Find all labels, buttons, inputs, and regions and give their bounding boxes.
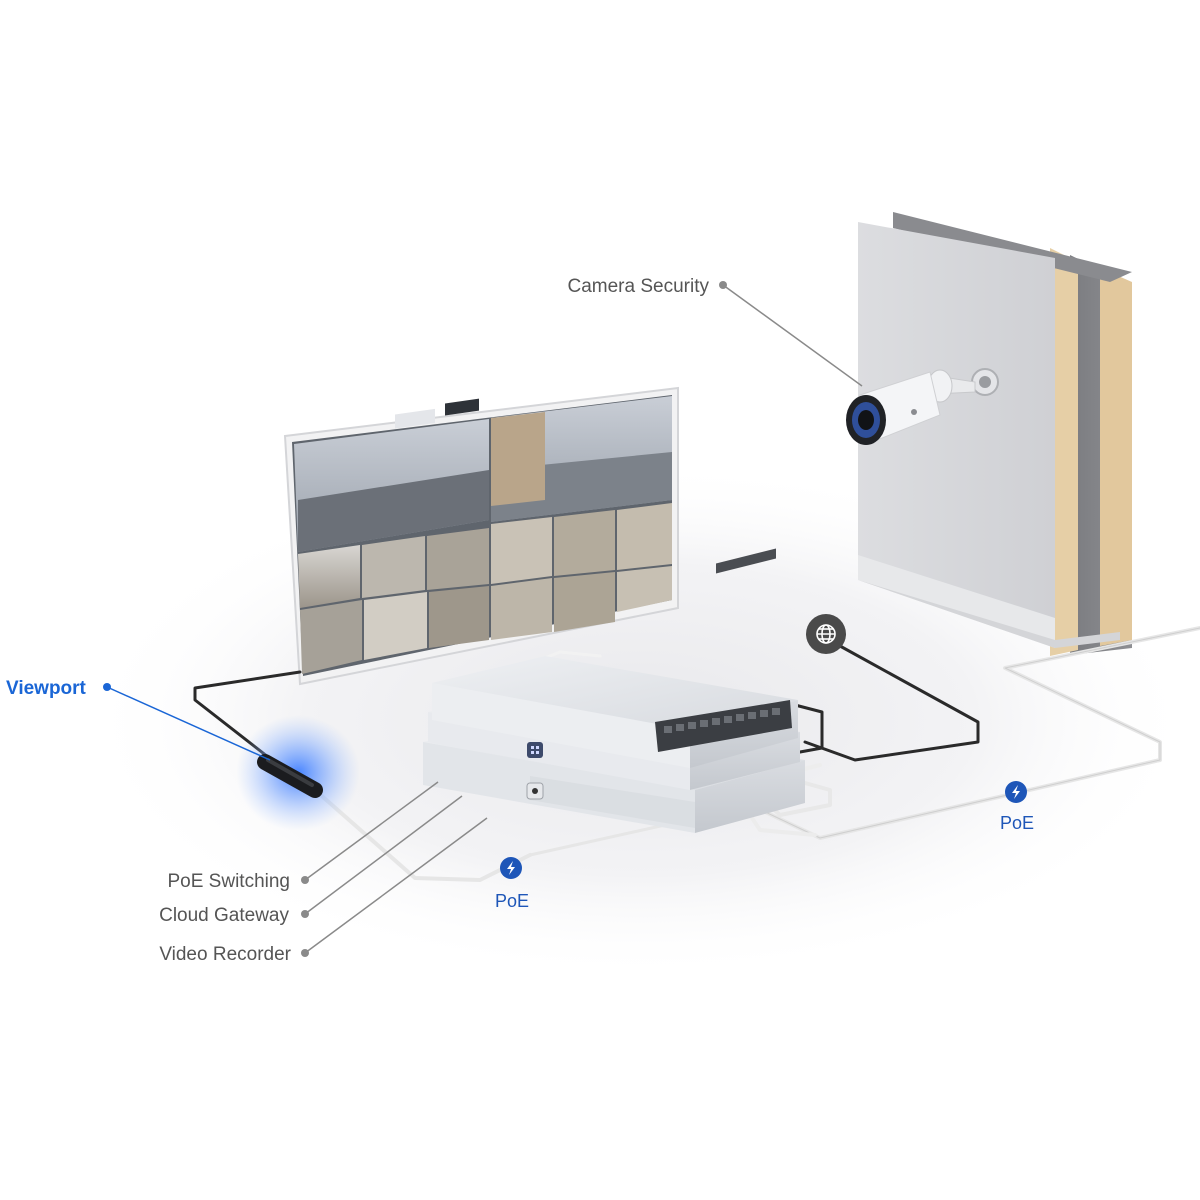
poe-badge-left bbox=[500, 857, 522, 879]
viewport-dot bbox=[103, 683, 111, 691]
viewport-device bbox=[236, 715, 360, 831]
camera-security-label: Camera Security bbox=[568, 276, 710, 297]
cloud-gateway-label: Cloud Gateway bbox=[159, 905, 289, 926]
office-feeds bbox=[298, 503, 672, 674]
poe-switching-label: PoE Switching bbox=[167, 871, 290, 892]
monitor bbox=[283, 386, 679, 686]
lightning-bolt-icon bbox=[1012, 785, 1020, 799]
video-recorder-label: Video Recorder bbox=[159, 944, 291, 965]
lightning-bolt-icon bbox=[507, 861, 515, 875]
poe-label-left: PoE bbox=[495, 891, 529, 911]
poe-badge-right bbox=[1005, 781, 1027, 803]
wall bbox=[858, 212, 1132, 656]
poe-switch-unit bbox=[432, 656, 798, 768]
viewport-label: Viewport bbox=[6, 678, 87, 699]
security-camera bbox=[846, 369, 976, 445]
camera-security-dot bbox=[719, 281, 727, 289]
poe-switching-dot bbox=[301, 876, 309, 884]
video-recorder-dot bbox=[301, 949, 309, 957]
globe-icon bbox=[816, 624, 836, 644]
internet-badge bbox=[806, 614, 846, 654]
leader-dots bbox=[103, 281, 727, 957]
poe-label-right: PoE bbox=[1000, 813, 1034, 833]
leader-lines bbox=[106, 284, 863, 954]
cloud-gateway-dot bbox=[301, 910, 309, 918]
device-stack bbox=[423, 548, 805, 833]
